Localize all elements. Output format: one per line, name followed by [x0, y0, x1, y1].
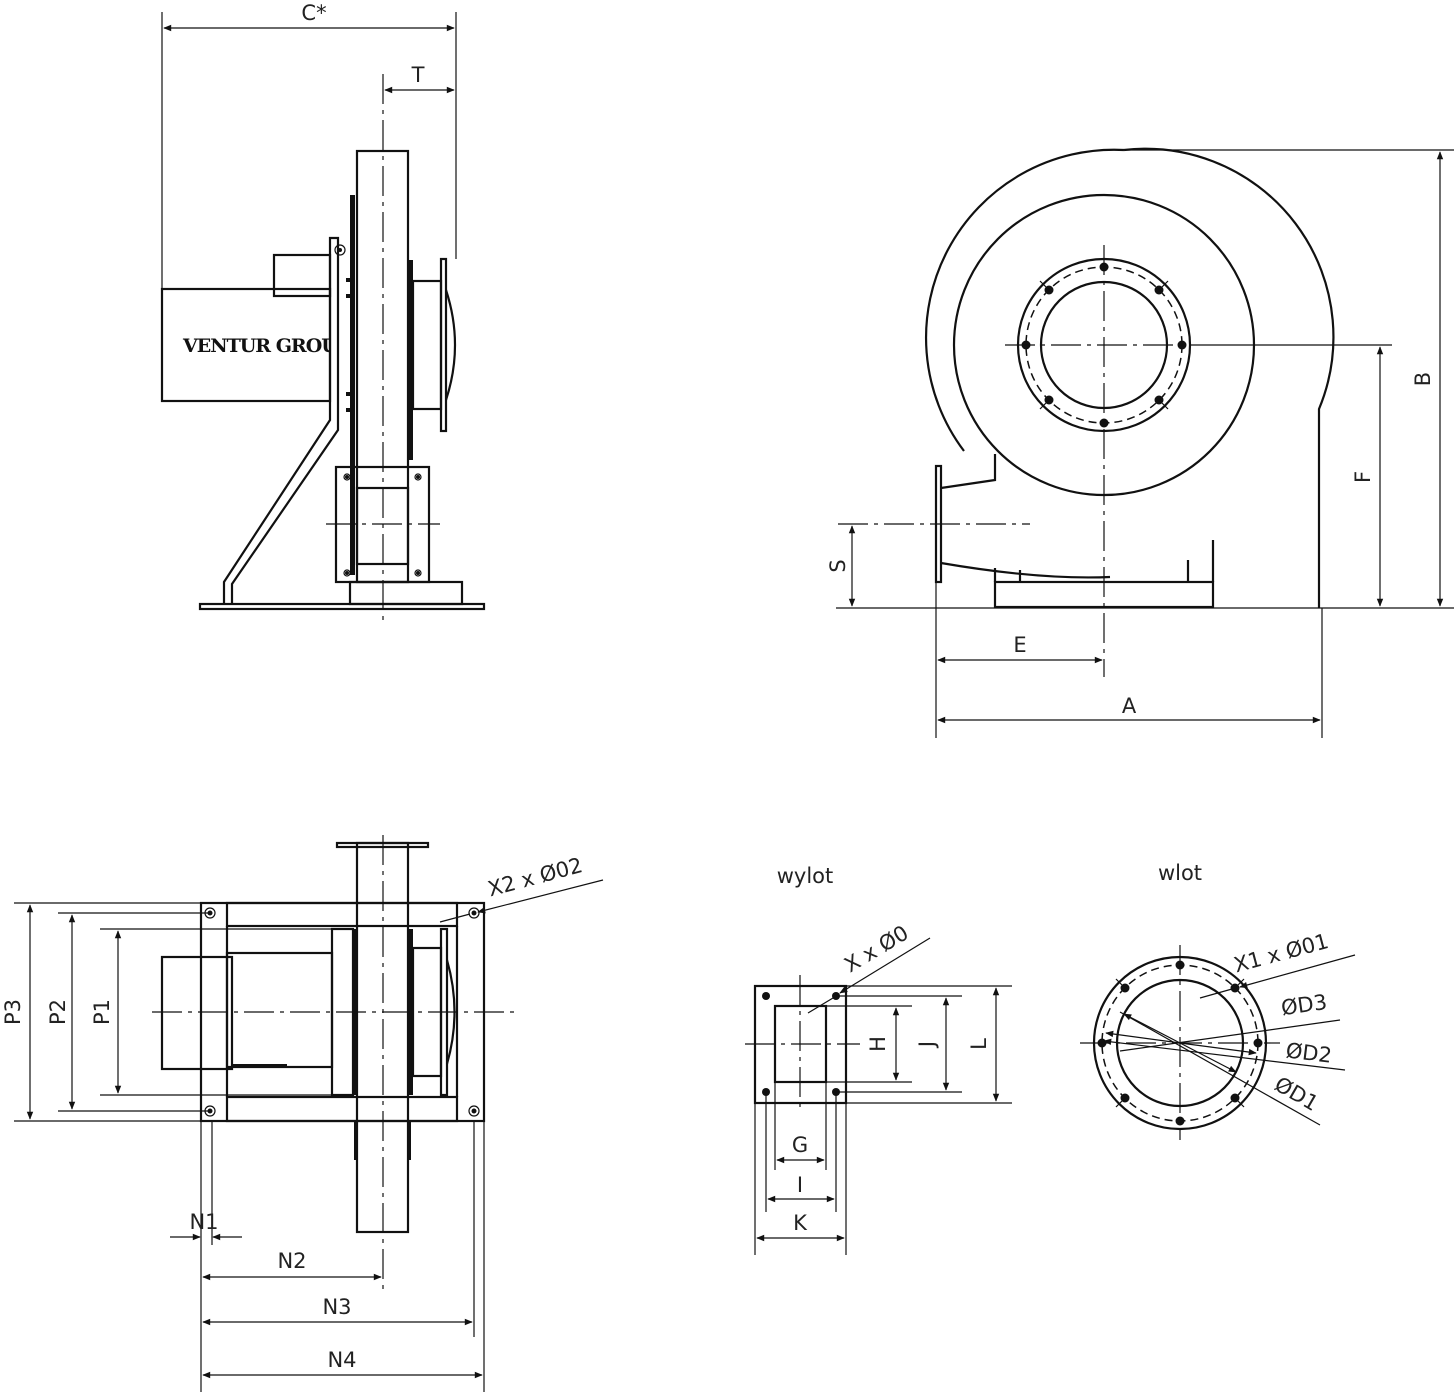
dim-label-s: S: [826, 559, 850, 572]
dim-label-t: T: [411, 63, 425, 87]
inlet-detail-bolt-holes: [1097, 960, 1263, 1126]
dim-label-j: J: [915, 1041, 939, 1049]
base-block: [348, 580, 464, 606]
top-view: X2 x Ø02 P3 P2 P1 N1 N2 N3 N4: [1, 835, 604, 1392]
dim-label-d2: ØD2: [1285, 1038, 1334, 1067]
dim-label-d3: ØD3: [1280, 990, 1329, 1020]
inlet-flange: [439, 257, 448, 433]
dim-label-h: H: [866, 1036, 890, 1052]
dim-label-g: G: [792, 1133, 808, 1157]
dim-label-n1: N1: [189, 1210, 218, 1234]
side-view: VENTUR GROUP C* T: [160, 1, 486, 625]
motor: VENTUR GROUP: [160, 253, 351, 403]
front-view: S F B E A: [826, 147, 1454, 738]
dim-label-k: K: [793, 1211, 808, 1235]
dim-label-d1: ØD1: [1271, 1072, 1323, 1116]
outlet-detail: wylot X x Ø0 H J L G: [745, 864, 1012, 1255]
callout-x2: X2 x Ø02: [485, 853, 585, 901]
caption-outlet: wylot: [777, 864, 834, 888]
inlet-duct: [411, 279, 443, 411]
dim-label-p1: P1: [90, 999, 114, 1025]
logo-text: VENTUR GROUP: [182, 335, 351, 357]
dim-label-b: B: [1411, 372, 1435, 386]
caption-inlet: wlot: [1158, 861, 1202, 885]
callout-x1: X1 x Ø01: [1231, 929, 1331, 977]
callout-x: X x Ø0: [840, 921, 912, 978]
dim-label-c: C*: [301, 1, 326, 25]
dim-label-i: I: [797, 1173, 803, 1197]
support-frame: [222, 236, 340, 604]
dim-label-a: A: [1122, 694, 1137, 718]
dim-label-p2: P2: [46, 999, 70, 1025]
dim-label-e: E: [1013, 633, 1026, 657]
inlet-detail: wlot X1 x Ø01 ØD3 ØD2: [1080, 861, 1356, 1140]
dim-label-n2: N2: [277, 1249, 306, 1273]
dim-label-p3: P3: [1, 999, 25, 1025]
dim-label-n4: N4: [327, 1348, 356, 1372]
dim-label-f: F: [1351, 471, 1375, 483]
dim-label-l: L: [967, 1038, 991, 1050]
scroll-housing: [1123, 147, 1335, 608]
base-plate: [198, 602, 486, 611]
dim-label-n3: N3: [322, 1295, 351, 1319]
